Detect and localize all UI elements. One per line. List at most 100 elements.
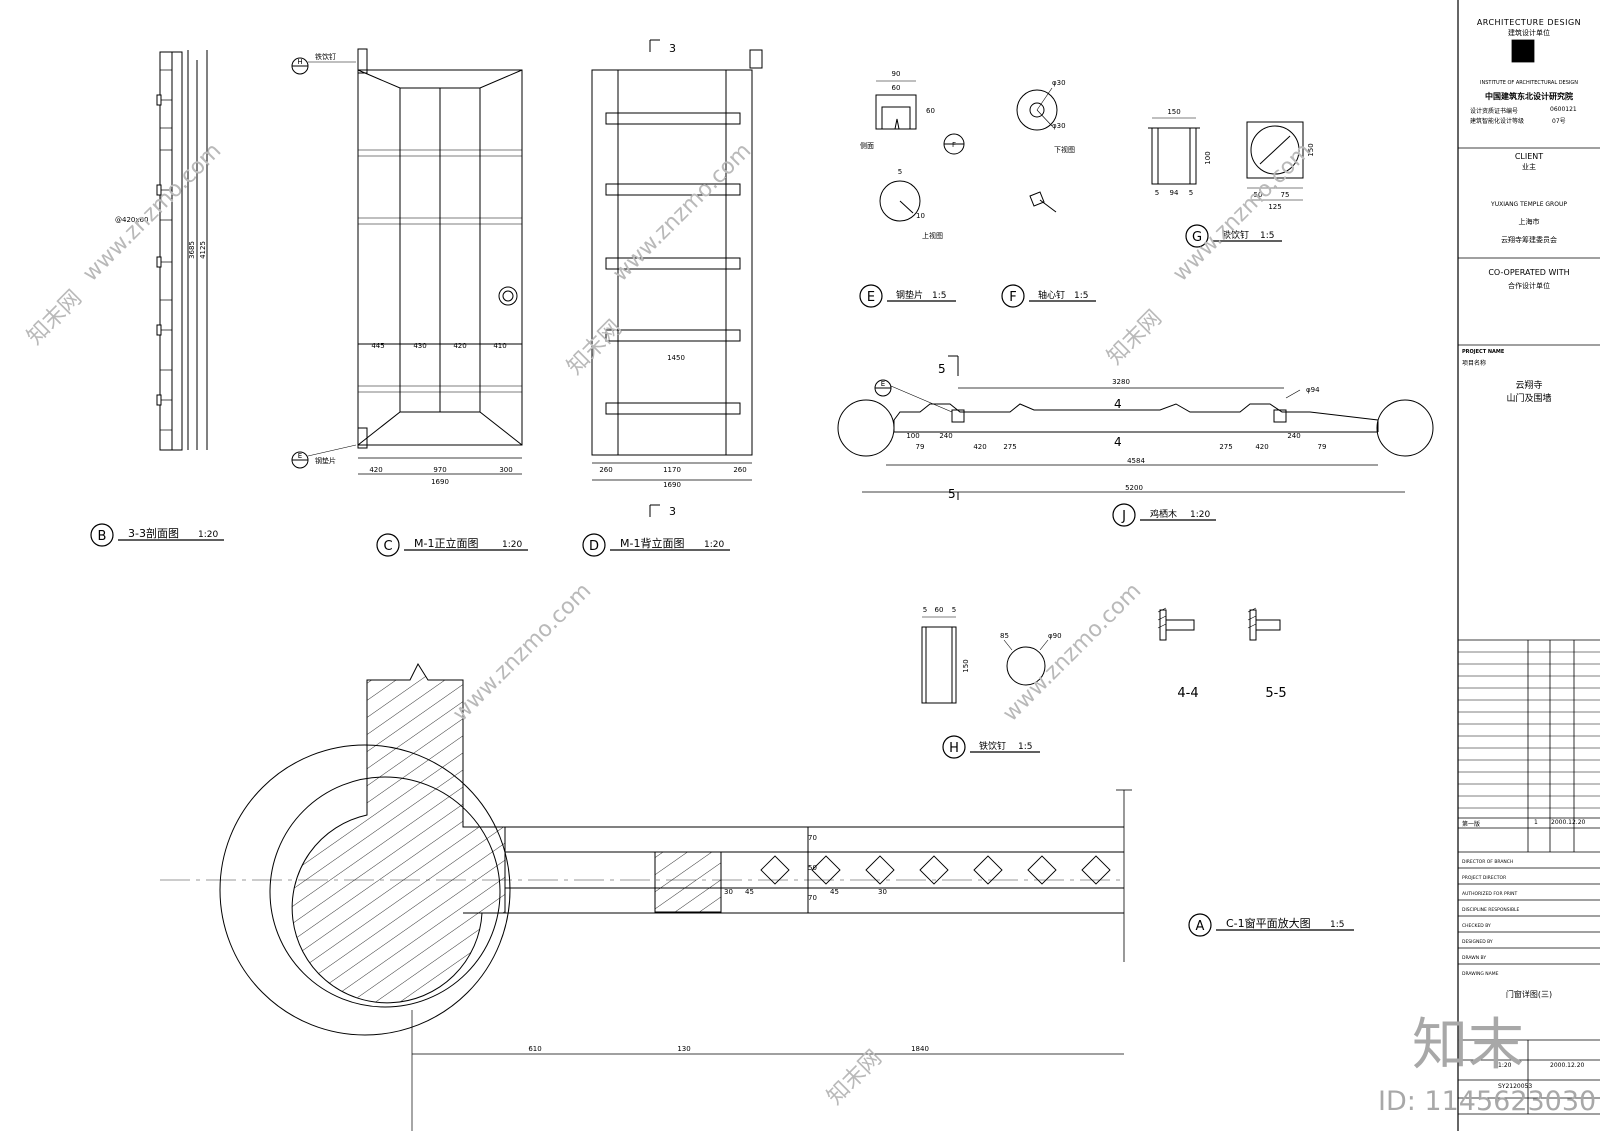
svg-text:3280: 3280 bbox=[1112, 378, 1130, 386]
svg-text:60: 60 bbox=[892, 84, 901, 92]
view-e-title: 钢垫片 bbox=[896, 289, 923, 301]
svg-text:240: 240 bbox=[939, 432, 952, 440]
role-7: DRAWING NAME bbox=[1462, 972, 1499, 977]
detail-e-text: 90 60 60 5 10 侧面 上视图 F bbox=[860, 70, 956, 240]
svg-text:30: 30 bbox=[878, 888, 887, 896]
svg-text:4584: 4584 bbox=[1127, 457, 1145, 465]
client-heading: CLIENT bbox=[1514, 152, 1544, 161]
revision-no: 1 bbox=[1534, 819, 1538, 826]
project-name: 云翔寺 bbox=[1515, 381, 1543, 391]
svg-text:F: F bbox=[952, 141, 956, 149]
view-d-back-elevation bbox=[591, 39, 763, 517]
view-h-title: 铁饮钉 bbox=[979, 740, 1006, 752]
sec-55-label: 5-5 bbox=[1265, 686, 1286, 701]
svg-text:5200: 5200 bbox=[1125, 484, 1143, 492]
dim-d-b2: 260 bbox=[733, 466, 746, 474]
view-c-dims: H E 铁饮钉 钢垫片 420 970 300 1690 445 430 420… bbox=[297, 52, 512, 486]
svg-text:150: 150 bbox=[962, 659, 970, 672]
svg-text:A: A bbox=[1196, 919, 1205, 934]
drawing-no: SY2120053 bbox=[1498, 1083, 1533, 1090]
role-6: DRAWN BY bbox=[1462, 956, 1487, 961]
svg-text:φ30: φ30 bbox=[1052, 79, 1066, 87]
view-b-title: 3-3剖面图 bbox=[128, 526, 179, 540]
view-c-title: M-1正立面图 bbox=[414, 536, 478, 550]
sec-44-label: 4-4 bbox=[1177, 686, 1198, 701]
role-1: PROJECT DIRECTOR bbox=[1462, 876, 1507, 881]
dim-d-b0: 260 bbox=[599, 466, 612, 474]
svg-text:1:20: 1:20 bbox=[502, 540, 522, 550]
svg-text:5: 5 bbox=[1155, 189, 1159, 197]
svg-text:4: 4 bbox=[1114, 397, 1122, 411]
svg-text:1:20: 1:20 bbox=[704, 540, 724, 550]
view-labels bbox=[90, 224, 1354, 937]
view-j-dims: E 5 5 4 4 3280 4584 5200 100 79 240 420 … bbox=[881, 362, 1327, 501]
svg-text:1:5: 1:5 bbox=[932, 291, 946, 301]
project-name-2: 山门及围墙 bbox=[1506, 394, 1552, 404]
svg-text:φ30: φ30 bbox=[1052, 122, 1066, 130]
cert2-no: 07号 bbox=[1552, 118, 1566, 125]
svg-text:5: 5 bbox=[923, 606, 927, 614]
role-2: AUTHORIZED FOR PRINT bbox=[1462, 892, 1518, 897]
detail-f bbox=[1016, 87, 1058, 213]
dim-c-m2: 420 bbox=[453, 342, 466, 350]
svg-text:150: 150 bbox=[1307, 143, 1315, 156]
project-heading: PROJECT NAME bbox=[1462, 349, 1505, 355]
view-a-dims: 610 130 1840 70 50 70 30 45 45 30 bbox=[528, 834, 929, 1053]
callout-h-label: 铁饮钉 bbox=[315, 52, 336, 61]
svg-text:φ90: φ90 bbox=[1048, 632, 1062, 640]
dim-d-total: 1690 bbox=[663, 481, 681, 489]
brand-watermark: 知末 bbox=[1412, 1013, 1524, 1078]
svg-text:125: 125 bbox=[1268, 203, 1281, 211]
view-b-dims: 4125 3685 @420x60 bbox=[115, 216, 207, 259]
svg-text:70: 70 bbox=[808, 834, 817, 842]
svg-text:E: E bbox=[881, 380, 885, 388]
role-0: DIRECTOR OF BRANCH bbox=[1462, 860, 1514, 865]
svg-text:φ94: φ94 bbox=[1306, 386, 1320, 394]
detail-h-text: 5 60 5 150 85 φ90 bbox=[923, 606, 1062, 673]
f-bottom-view-label: 下视图 bbox=[1054, 145, 1075, 154]
svg-text:1:20: 1:20 bbox=[1190, 510, 1210, 520]
institute-en: INSTITUTE OF ARCHITECTURAL DESIGN bbox=[1480, 80, 1578, 86]
svg-text:275: 275 bbox=[1219, 443, 1232, 451]
dim-c-b1: 970 bbox=[433, 466, 446, 474]
svg-text:1:5: 1:5 bbox=[1018, 742, 1032, 752]
svg-text:50: 50 bbox=[808, 864, 817, 872]
svg-text:100: 100 bbox=[1204, 151, 1212, 164]
svg-text:150: 150 bbox=[1167, 108, 1180, 116]
svg-text:G: G bbox=[1192, 230, 1202, 245]
role-list: DIRECTOR OF BRANCH PROJECT DIRECTOR AUTH… bbox=[1462, 855, 1519, 983]
owner-city: 上海市 bbox=[1518, 218, 1540, 226]
svg-text:79: 79 bbox=[1318, 443, 1327, 451]
svg-text:70: 70 bbox=[808, 894, 817, 902]
dim-b-spec: @420x60 bbox=[115, 216, 148, 224]
dim-b-total: 4125 bbox=[199, 241, 207, 259]
dim-b-inner: 3685 bbox=[188, 241, 196, 259]
svg-text:420: 420 bbox=[1255, 443, 1268, 451]
svg-text:420: 420 bbox=[973, 443, 986, 451]
svg-text:10: 10 bbox=[916, 212, 925, 220]
svg-text:85: 85 bbox=[1000, 632, 1009, 640]
project-cn: 项目名称 bbox=[1462, 360, 1487, 367]
svg-text:1:5: 1:5 bbox=[1074, 291, 1088, 301]
firm-name-cn: 建筑设计单位 bbox=[1508, 29, 1550, 37]
detail-e bbox=[875, 80, 965, 222]
cert1-no: 0600121 bbox=[1550, 106, 1577, 113]
view-a-window-plan bbox=[160, 662, 1132, 1131]
svg-text:275: 275 bbox=[1003, 443, 1016, 451]
cert1-label: 设计资质证书编号 bbox=[1470, 108, 1519, 115]
sections-text: 4-4 5-5 bbox=[1177, 686, 1286, 701]
institute-name: 中国建筑东北设计研究院 bbox=[1485, 92, 1573, 101]
svg-text:100: 100 bbox=[906, 432, 919, 440]
id-watermark: ID: 1145623030 bbox=[1378, 1086, 1597, 1117]
owner-name: 云翔寺筹建委员会 bbox=[1501, 236, 1557, 244]
title-block-frame bbox=[1457, 0, 1600, 1131]
view-g-title: 铁饮钉 bbox=[1222, 229, 1249, 241]
dim-c-m3: 410 bbox=[493, 342, 506, 350]
dim-c-b0: 420 bbox=[369, 466, 382, 474]
svg-text:75: 75 bbox=[1281, 191, 1290, 199]
firm-name: ARCHITECTURE DESIGN bbox=[1476, 18, 1582, 27]
detail-f-text: φ30 φ30 下视图 bbox=[1052, 79, 1075, 154]
svg-text:60: 60 bbox=[935, 606, 944, 614]
e-top-view-label: 上视图 bbox=[922, 231, 943, 240]
sect-3-bottom: 3 bbox=[669, 505, 676, 518]
